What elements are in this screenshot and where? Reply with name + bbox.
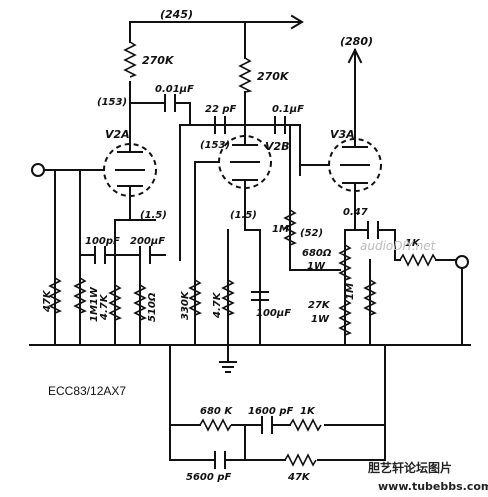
- label-47k-in: 47K: [42, 289, 53, 313]
- label-1m1w: 1M1W: [89, 286, 100, 322]
- resistor-1m-grid: [283, 209, 297, 246]
- coupling-wire-b: [244, 124, 301, 176]
- label-1k-out: 1K: [405, 238, 421, 249]
- label-001uf: 0.01μF: [155, 84, 194, 95]
- tube-elements-v2a: [115, 134, 145, 221]
- label-245: (245): [160, 8, 193, 21]
- resistors-680k-1k: [199, 418, 322, 432]
- feedback-row-2: [169, 424, 386, 461]
- resistors-680-27k: [338, 244, 352, 336]
- label-047: 0.47: [343, 207, 368, 218]
- label-153b: (153): [200, 140, 230, 151]
- tube-elements-v3a: [340, 137, 370, 231]
- capacitor-22pf: [214, 116, 226, 134]
- capacitor-100uf: [251, 291, 269, 301]
- resistor-1k-out: [399, 253, 437, 267]
- label-510: 510Ω: [147, 292, 158, 322]
- label-100uf: 100μF: [256, 308, 291, 319]
- label-01uf: 0.1μF: [272, 104, 304, 115]
- label-27k: 27K: [308, 300, 331, 311]
- grid-wires: [44, 161, 330, 171]
- tube-type-label: ECC83/12AX7: [48, 384, 126, 398]
- label-680: 680Ω: [302, 248, 332, 259]
- supply-arrow-280: [347, 47, 363, 64]
- label-100pf: 100pF: [85, 236, 120, 247]
- resistor-270k-a: [123, 41, 137, 78]
- resistor-47k-in: [48, 277, 62, 314]
- v2b-cathode-net: [194, 161, 261, 346]
- label-1m-grid: 1M: [272, 224, 289, 235]
- v3a-cathode-net: [289, 229, 401, 346]
- label-47k-cat: 4.7K: [99, 293, 110, 321]
- label-15b: (1.5): [230, 210, 257, 221]
- caps-100pf-200uf: [94, 246, 151, 264]
- label-680k: 680 K: [200, 406, 233, 417]
- cathode-net-v2a: [79, 219, 166, 346]
- watermark: audioDIY.net: [360, 239, 437, 253]
- label-270k-b: 270K: [257, 70, 290, 83]
- supply-arrow-245: [290, 14, 304, 30]
- capacitor-1600pf: [261, 416, 273, 434]
- label-153a: (153): [97, 97, 127, 108]
- label-v2a: V2A: [105, 128, 130, 141]
- resistors-330k-47k: [188, 279, 235, 316]
- ground-symbol: [219, 344, 237, 373]
- label-1w-a: 1W: [307, 261, 326, 272]
- resistor-1m-out: [363, 279, 377, 316]
- label-1w-b: 1W: [311, 314, 330, 325]
- site-name: 胆艺轩论坛图片: [368, 460, 452, 475]
- capacitor-047: [367, 221, 379, 239]
- label-1m-out: 1M: [345, 283, 356, 300]
- label-fb-47k: 47K: [287, 472, 311, 483]
- label-52: (52): [300, 228, 323, 239]
- resistor-47k-fb: [284, 453, 317, 467]
- label-1600pf: 1600 pF: [248, 406, 293, 417]
- input-grid-leak: [54, 169, 81, 346]
- capacitor-01uf: [274, 116, 286, 134]
- label-280: (280): [340, 35, 373, 48]
- label-v3a: V3A: [330, 128, 355, 141]
- capacitor-5600pf: [214, 451, 226, 469]
- label-330k: 330K: [180, 290, 191, 320]
- output-jack: [455, 255, 469, 269]
- feedback-row-1: [169, 344, 386, 461]
- label-15a: (1.5): [140, 210, 167, 221]
- site-url: www.tubebbs.com: [378, 480, 488, 493]
- label-v2b: V2B: [265, 140, 290, 153]
- capacitor-001uf: [164, 94, 176, 112]
- label-5600pf: 5600 pF: [186, 472, 231, 483]
- input-jack: [31, 163, 45, 177]
- resistor-270k-b: [238, 57, 253, 93]
- label-200uf: 200μF: [130, 236, 165, 247]
- label-22pf: 22 pF: [205, 104, 237, 115]
- feedback-wire-22pf: [179, 124, 241, 261]
- label-47k-b: 4.7K: [212, 291, 223, 319]
- tube-elements-v2b: [230, 124, 260, 231]
- label-fb-1k: 1K: [300, 406, 316, 417]
- resistors-47k-510: [108, 284, 147, 321]
- label-270k-a: 270K: [142, 54, 175, 67]
- resistor-1m1w: [73, 277, 87, 314]
